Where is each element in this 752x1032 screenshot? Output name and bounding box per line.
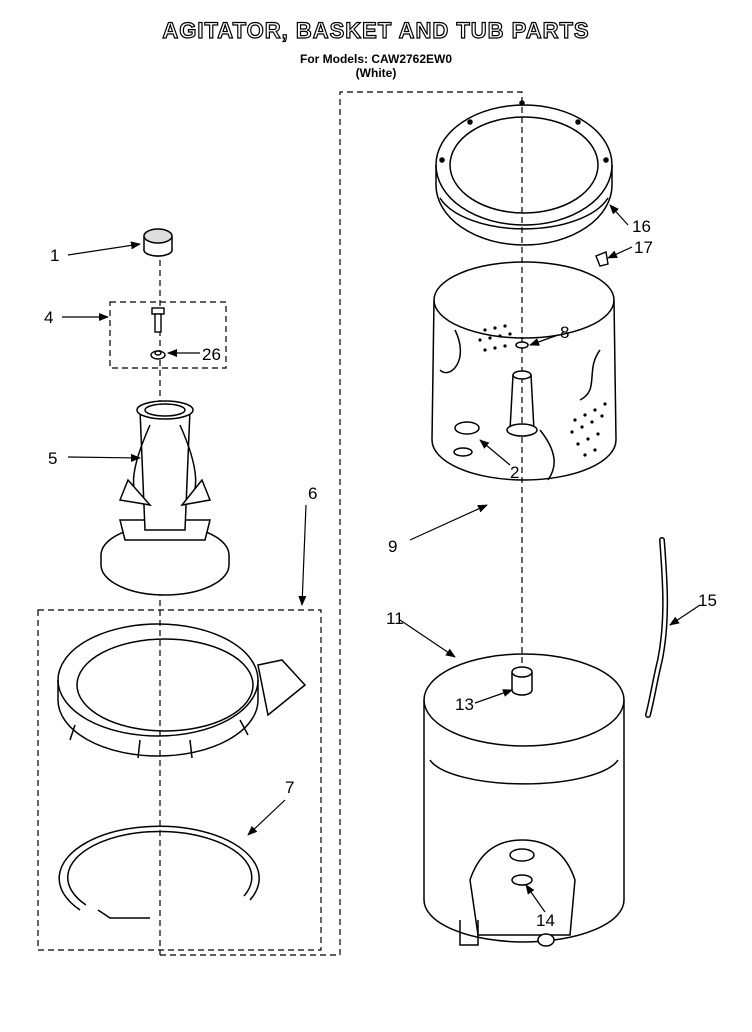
color-note: (White) (355, 66, 397, 80)
tub-seal (511, 666, 533, 696)
outer-tub (423, 653, 625, 947)
callout-4: 4 (44, 308, 53, 327)
callout-2: 2 (510, 463, 519, 482)
callout-14: 14 (536, 911, 555, 930)
callout-5: 5 (48, 449, 57, 468)
balance-ring-clip (595, 251, 609, 267)
agitator (100, 400, 230, 596)
basket-ring (57, 623, 307, 759)
balance-ring (435, 100, 613, 246)
callout-1: 1 (50, 246, 59, 265)
callout-26: 26 (202, 345, 221, 364)
callout-17: 17 (634, 238, 653, 257)
callout-9: 9 (388, 537, 397, 556)
bolt-and-washer (150, 307, 166, 360)
leader-lines (62, 204, 701, 913)
assembly-dashed-lines (37, 91, 523, 956)
agitator-cap (143, 228, 173, 257)
snap-ring (58, 825, 260, 919)
callout-15: 15 (698, 591, 717, 610)
spin-basket (431, 261, 617, 481)
callout-6: 6 (308, 484, 317, 503)
callout-8: 8 (560, 323, 569, 342)
basket-holes (478, 324, 607, 457)
callout-13: 13 (455, 695, 474, 714)
model-subtitle: For Models: CAW2762EW0 (299, 52, 453, 66)
callout-7: 7 (285, 778, 294, 797)
callout-16: 16 (632, 217, 651, 236)
callout-11: 11 (386, 609, 404, 628)
page-title: AGITATOR, BASKET AND TUB PARTS (162, 17, 590, 43)
